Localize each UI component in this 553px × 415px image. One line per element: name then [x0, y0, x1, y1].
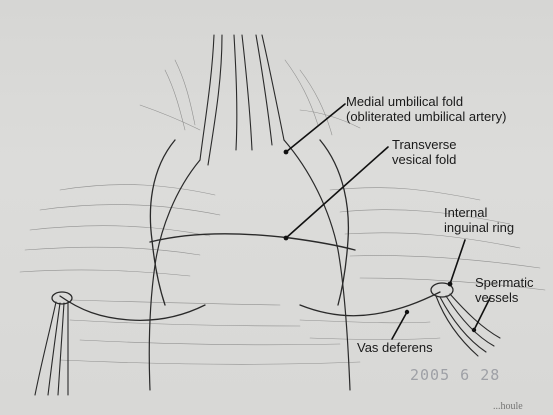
label-vas-deferens: Vas deferens [357, 340, 433, 355]
label-spermatic-line2: vessels [475, 290, 519, 305]
medial-umbilical-fold-left [148, 159, 201, 391]
umbilical-ligaments [199, 34, 285, 166]
label-vas-line1: Vas deferens [357, 340, 433, 355]
fascia-hatching [19, 59, 546, 365]
label-medial-umbilical-fold: Medial umbilical fold (obliterated umbil… [346, 94, 506, 124]
label-spermatic-vessels: Spermatic vessels [475, 275, 534, 305]
photo-date-stamp: 2005 6 28 [410, 366, 501, 384]
bladder-dome [149, 139, 350, 306]
label-spermatic-line1: Spermatic [475, 275, 534, 290]
label-medial-line1: Medial umbilical fold [346, 94, 464, 109]
label-transverse-vesical-fold: Transverse vesical fold [392, 137, 457, 167]
transverse-vesical-fold [149, 233, 356, 251]
medial-umbilical-fold-right [283, 139, 351, 391]
label-transverse-line1: Transverse [392, 137, 457, 152]
label-transverse-line2: vesical fold [392, 152, 457, 167]
leader-dots [283, 149, 477, 333]
spermatic-vessels-left [34, 301, 69, 396]
label-internal-line2: inguinal ring [444, 220, 515, 235]
spermatic-vessels-right [435, 293, 501, 357]
vas-deferens-right [299, 291, 441, 317]
vas-deferens-left [59, 295, 206, 321]
leader-lines [285, 103, 491, 340]
label-medial-line2: (obliterated umbilical artery) [346, 109, 507, 124]
internal-ring-left [51, 291, 73, 305]
internal-ring-right [430, 282, 454, 298]
page-edge-text: ...houle [493, 401, 523, 412]
label-internal-line1: Internal [444, 205, 488, 220]
label-internal-inguinal-ring: Internal inguinal ring [444, 205, 514, 235]
